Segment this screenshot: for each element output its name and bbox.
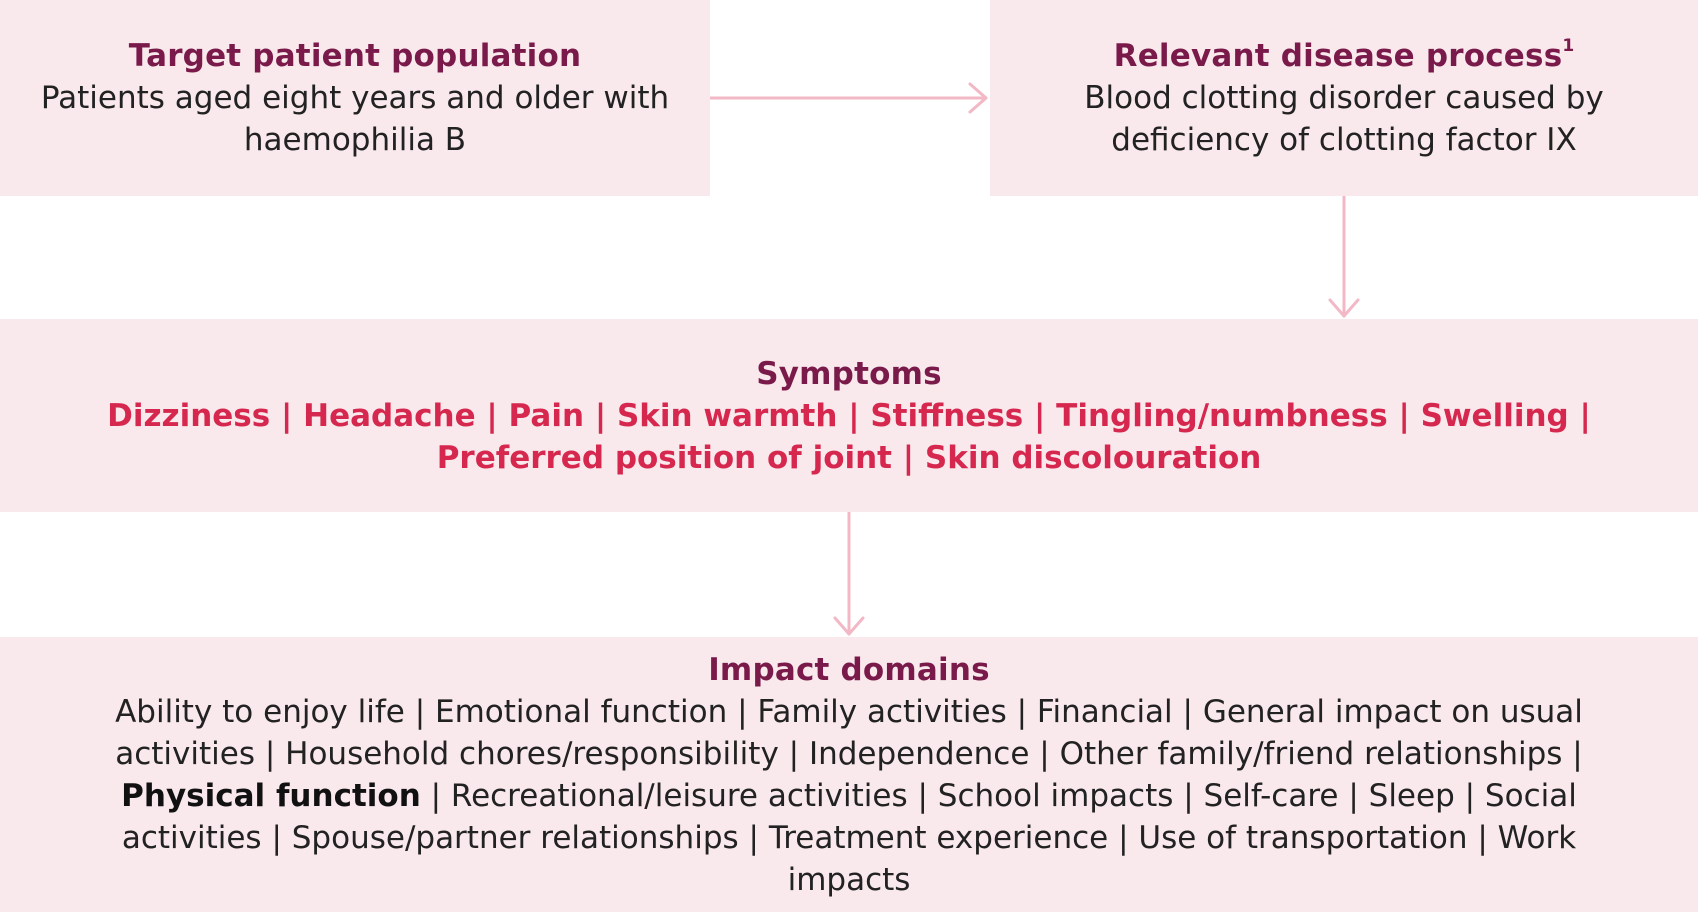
symptoms-box: Symptoms Dizziness | Headache | Pain | S… [0,319,1698,512]
arrow-disease-to-symptoms [1328,194,1360,318]
list-separator: | [1006,693,1037,730]
disease-process-box: Relevant disease process1 Blood clotting… [990,0,1698,196]
target-population-text: Patients aged eight years and older with… [40,80,670,158]
impact-domain-item: Social activities [121,777,1577,856]
list-separator: | [1562,735,1583,772]
impact-domain-item: Other family/friend relationships [1059,735,1563,772]
impact-domain-item: Spouse/partner relationships [291,819,739,856]
impact-domain-item: Physical function [121,777,421,814]
target-population-title: Target patient population [128,38,582,74]
list-separator: | [420,777,451,814]
impact-domains-box: Impact domains Ability to enjoy life | E… [0,637,1698,912]
target-population-box: Target patient population Patients aged … [0,0,710,196]
impact-domain-item: Recreational/leisure activities [450,777,908,814]
symptom-item: Pain [508,397,585,434]
disease-process-text: Blood clotting disorder caused by defici… [1084,80,1604,158]
list-separator: | [1568,397,1591,434]
disease-process-title: Relevant disease process [1113,38,1563,74]
impact-domain-item: Use of transportation [1138,819,1468,856]
symptom-item: Skin warmth [616,397,838,434]
symptom-item: Tingling/numbness [1056,397,1388,434]
list-separator: | [261,819,292,856]
list-separator: | [778,735,809,772]
list-separator: | [892,439,925,476]
symptom-item: Preferred position of joint [436,439,892,476]
symptom-item: Headache [303,397,476,434]
arrow-symptoms-to-impact [833,510,865,636]
impact-domain-item: General impact on usual activities [115,693,1583,772]
list-separator: | [738,819,769,856]
list-separator: | [404,693,435,730]
list-separator: | [254,735,286,772]
impact-domain-item: Independence [808,735,1030,772]
list-separator: | [1467,819,1498,856]
list-separator: | [1173,777,1204,814]
impact-domains-title: Impact domains [708,651,990,688]
impact-domain-item: School impacts [937,777,1174,814]
list-separator: | [475,397,509,434]
symptom-item: Swelling [1420,397,1569,434]
symptom-item: Stiffness [870,397,1024,434]
impact-domain-item: Financial [1036,693,1173,730]
impact-domain-item: Self-care [1203,777,1339,814]
disease-process-title-row: Relevant disease process1 [1114,35,1575,77]
impact-domain-item: Emotional function [435,693,728,730]
symptoms-title: Symptoms [756,355,942,392]
impact-domain-item: Sleep [1368,777,1455,814]
list-separator: | [584,397,617,434]
impact-domain-item: Ability to enjoy life [115,693,405,730]
impact-domain-item: Work impacts [787,819,1577,898]
list-separator: | [1108,819,1139,856]
list-separator: | [1387,397,1421,434]
list-separator: | [727,693,758,730]
impact-domains-list: Ability to enjoy life | Emotional functi… [60,691,1638,901]
list-separator: | [1029,735,1060,772]
list-separator: | [1172,693,1203,730]
symptom-item: Dizziness [107,397,271,434]
list-separator: | [270,397,304,434]
impact-domain-item: Household chores/responsibility [285,735,779,772]
impact-domain-item: Family activities [757,693,1007,730]
list-separator: | [837,397,871,434]
list-separator: | [907,777,938,814]
symptoms-list: Dizziness | Headache | Pain | Skin warmt… [107,395,1591,479]
list-separator: | [1454,777,1485,814]
symptom-item: Skin discolouration [924,439,1262,476]
arrow-target-to-disease [708,82,988,114]
impact-domain-item: Treatment experience [768,819,1109,856]
disease-process-footnote: 1 [1562,35,1575,56]
list-separator: | [1023,397,1057,434]
list-separator: | [1338,777,1369,814]
